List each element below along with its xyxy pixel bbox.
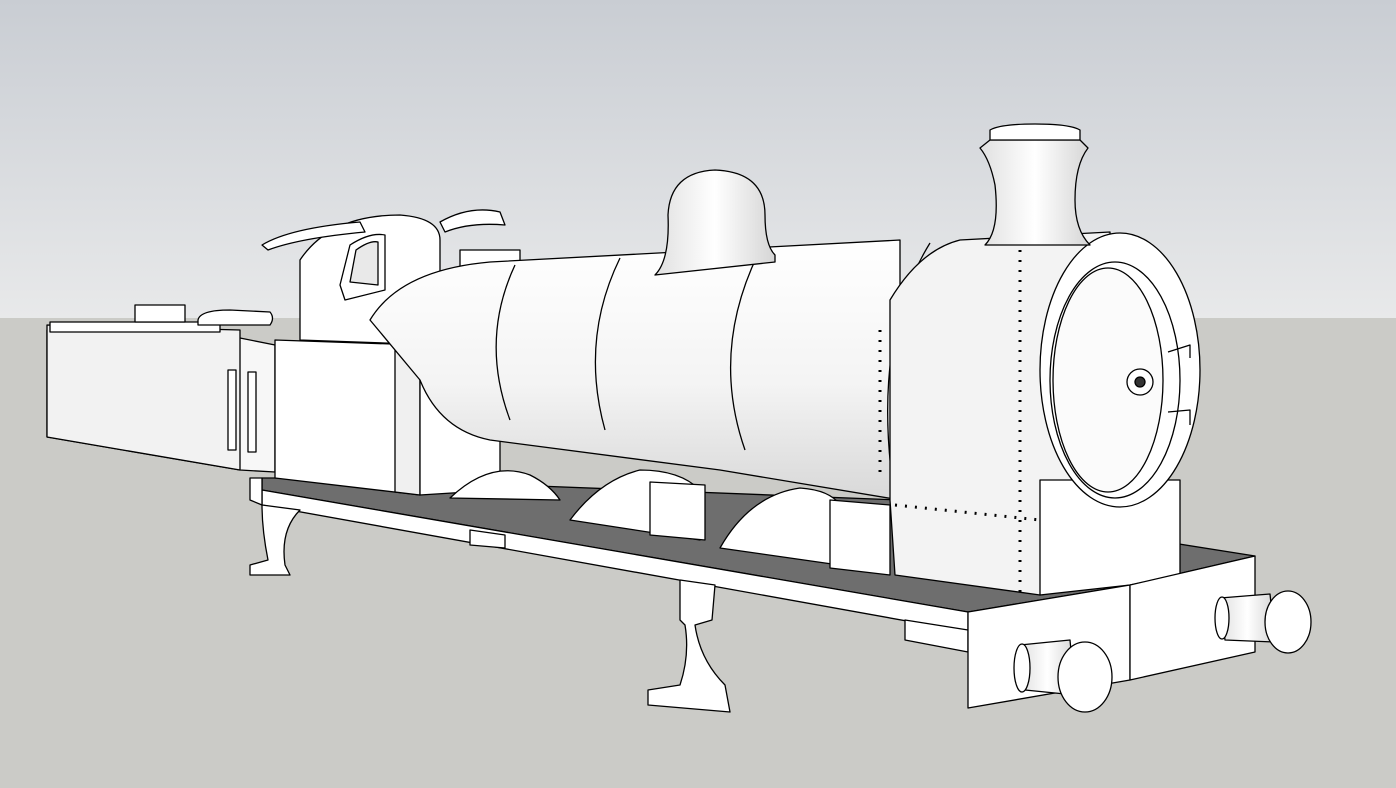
cab[interactable] (261, 209, 521, 496)
boiler-ring (729, 249, 761, 451)
buffer-beam-side (1129, 555, 1256, 681)
boiler-ring (594, 257, 621, 431)
smokebox[interactable] (878, 231, 1201, 596)
splasher (449, 470, 561, 501)
locomotive-model[interactable] (46, 123, 1312, 713)
block (649, 481, 706, 541)
support-leg-middle (647, 579, 731, 713)
buffer-right[interactable] (1214, 590, 1312, 654)
tender[interactable] (46, 304, 276, 473)
chimney[interactable] (979, 139, 1091, 246)
buffer-left[interactable] (1013, 639, 1113, 713)
boiler-ring (495, 264, 516, 421)
dome[interactable] (654, 169, 776, 276)
block (829, 499, 891, 576)
support-leg-rear (249, 504, 301, 576)
